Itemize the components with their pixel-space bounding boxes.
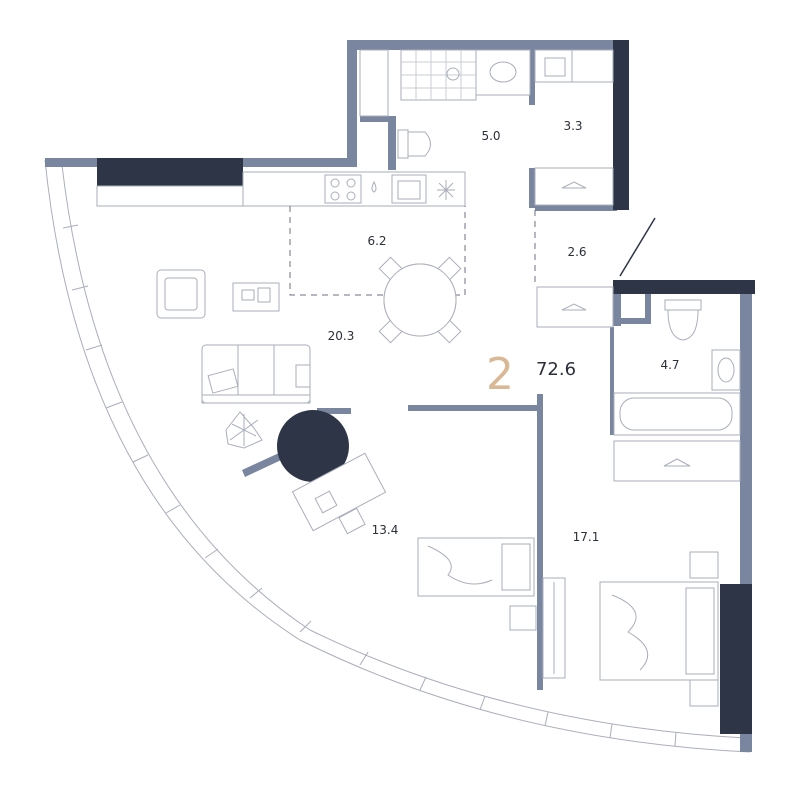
- total-area: 72.6: [536, 359, 576, 380]
- bathroom-2-fixtures: [613, 299, 741, 482]
- bedroom-1-furniture: [291, 452, 566, 679]
- walls: [45, 40, 755, 752]
- bathroom-fixtures: [359, 49, 614, 206]
- area-bedroom-1: 13.4: [372, 523, 399, 537]
- area-bathroom-2: 4.7: [660, 358, 679, 372]
- area-bedroom-2: 17.1: [573, 530, 600, 544]
- area-living-room: 20.3: [328, 329, 355, 343]
- curved-facade: [44, 159, 751, 753]
- column: [277, 410, 349, 482]
- bedroom-2-furniture: [599, 551, 719, 707]
- living-furniture: [156, 269, 349, 482]
- area-laundry: 3.3: [563, 119, 582, 133]
- room-count: 2: [486, 349, 514, 400]
- kitchen-zone: [289, 206, 466, 296]
- area-kitchen: 6.2: [367, 234, 386, 248]
- window-panel-top: [97, 158, 243, 186]
- kitchen-counter: [96, 171, 466, 207]
- area-hall: 2.6: [567, 245, 586, 259]
- area-bathroom: 5.0: [481, 129, 500, 143]
- hall-wardrobe: [536, 217, 656, 328]
- dining-set: [378, 256, 462, 344]
- room-labels: 5.0 3.3 6.2 2.6 20.3 4.7 13.4 17.1 2 72.…: [328, 119, 680, 544]
